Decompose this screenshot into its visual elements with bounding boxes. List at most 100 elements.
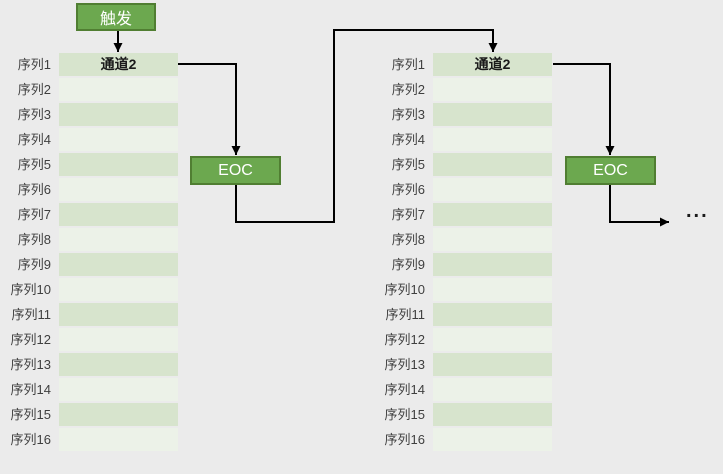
sequence-row: 序列10 [1,278,178,301]
sequence-row-label: 序列8 [17,232,51,247]
empty-sequence-cell [59,178,178,201]
channel-cell: 通道2 [59,53,178,76]
empty-sequence-cell [59,403,178,426]
sequence-row: 序列9 [1,253,178,276]
empty-sequence-cell [433,228,552,251]
empty-sequence-cell [433,303,552,326]
empty-sequence-cell [433,378,552,401]
sequence-row-label: 序列4 [17,132,51,147]
sequence-row: 序列12 [375,328,552,351]
sequence-row: 序列15 [375,403,552,426]
empty-sequence-cell [433,353,552,376]
sequence-row-label: 序列8 [391,232,425,247]
continuation-ellipsis: ... [686,200,709,222]
sequence-row-label: 序列6 [391,182,425,197]
sequence-row: 序列3 [375,103,552,126]
eoc-box-2: EOC [565,156,656,185]
sequence-row: 序列1 通道2 [1,53,178,76]
sequence-row: 序列10 [375,278,552,301]
empty-sequence-cell [59,153,178,176]
sequence-row: 序列16 [1,428,178,451]
sequence-row: 序列12 [1,328,178,351]
sequence-row-label: 序列15 [384,407,425,422]
sequence-row-label: 序列2 [17,82,51,97]
empty-sequence-cell [59,328,178,351]
sequence-row-label: 序列14 [10,382,51,397]
empty-sequence-cell [433,428,552,451]
sequence-row-label: 序列13 [384,357,425,372]
empty-sequence-cell [433,103,552,126]
sequence-row-label: 序列7 [391,207,425,222]
sequence-row: 序列14 [375,378,552,401]
sequence-row: 序列6 [375,178,552,201]
sequence-row-label: 序列15 [10,407,51,422]
sequence-row: 序列5 [375,153,552,176]
empty-sequence-cell [59,303,178,326]
sequence-row-label: 序列3 [17,107,51,122]
sequence-row-label: 序列1 [391,57,425,72]
channel-cell: 通道2 [433,53,552,76]
sequence-row: 序列7 [375,203,552,226]
sequence-row: 序列4 [375,128,552,151]
sequence-row: 序列9 [375,253,552,276]
empty-sequence-cell [59,78,178,101]
sequence-row: 序列13 [1,353,178,376]
empty-sequence-cell [433,328,552,351]
sequence-row: 序列3 [1,103,178,126]
sequence-row: 序列6 [1,178,178,201]
sequence-row: 序列4 [1,128,178,151]
empty-sequence-cell [59,278,178,301]
empty-sequence-cell [59,378,178,401]
sequence-row: 序列8 [375,228,552,251]
sequence-row-label: 序列10 [10,282,51,297]
sequence-row-label: 序列2 [391,82,425,97]
sequence-row-label: 序列12 [10,332,51,347]
sequence-row-label: 序列11 [11,307,52,322]
sequence-row: 序列1 通道2 [375,53,552,76]
sequence-row-label: 序列16 [10,432,51,447]
sequence-row-label: 序列6 [17,182,51,197]
empty-sequence-cell [59,103,178,126]
sequence-row: 序列16 [375,428,552,451]
empty-sequence-cell [59,203,178,226]
sequence-row-label: 序列5 [17,157,51,172]
sequence-row: 序列2 [375,78,552,101]
sequence-table-2: 序列1 通道2 序列2 序列3 序列4 序列5 序列6 序列7 序列8 序列9 序列10 序列11 序列… [375,53,552,453]
sequence-row-label: 序列11 [385,307,426,322]
trigger-box: 触发 [76,3,156,31]
sequence-row: 序列13 [375,353,552,376]
sequence-row-label: 序列10 [384,282,425,297]
empty-sequence-cell [59,128,178,151]
empty-sequence-cell [433,403,552,426]
empty-sequence-cell [433,278,552,301]
empty-sequence-cell [433,128,552,151]
sequence-row-label: 序列9 [17,257,51,272]
trigger-label: 触发 [99,11,132,28]
sequence-row-label: 序列1 [17,57,51,72]
connector-eoc2-to-next [609,185,669,227]
sequence-row-label: 序列14 [384,382,425,397]
empty-sequence-cell [433,178,552,201]
empty-sequence-cell [59,428,178,451]
eoc-label-2: EOC [593,161,628,179]
sequence-row: 序列2 [1,78,178,101]
sequence-row-label: 序列4 [391,132,425,147]
sequence-row-label: 序列12 [384,332,425,347]
sequence-row: 序列15 [1,403,178,426]
sequence-row: 序列5 [1,153,178,176]
empty-sequence-cell [59,353,178,376]
sequence-row-label: 序列16 [384,432,425,447]
sequence-row: 序列7 [1,203,178,226]
empty-sequence-cell [433,203,552,226]
sequence-row-label: 序列9 [391,257,425,272]
empty-sequence-cell [433,78,552,101]
sequence-table-1: 序列1 通道2 序列2 序列3 序列4 序列5 序列6 序列7 序列8 序列9 序列10 序列11 序列… [1,53,178,453]
sequence-row: 序列14 [1,378,178,401]
connector-table2-to-eoc2 [553,63,615,155]
eoc-box-1: EOC [190,156,281,185]
sequence-row-label: 序列13 [10,357,51,372]
sequence-row: 序列11 [375,303,552,326]
eoc-label-1: EOC [218,161,253,179]
empty-sequence-cell [433,153,552,176]
